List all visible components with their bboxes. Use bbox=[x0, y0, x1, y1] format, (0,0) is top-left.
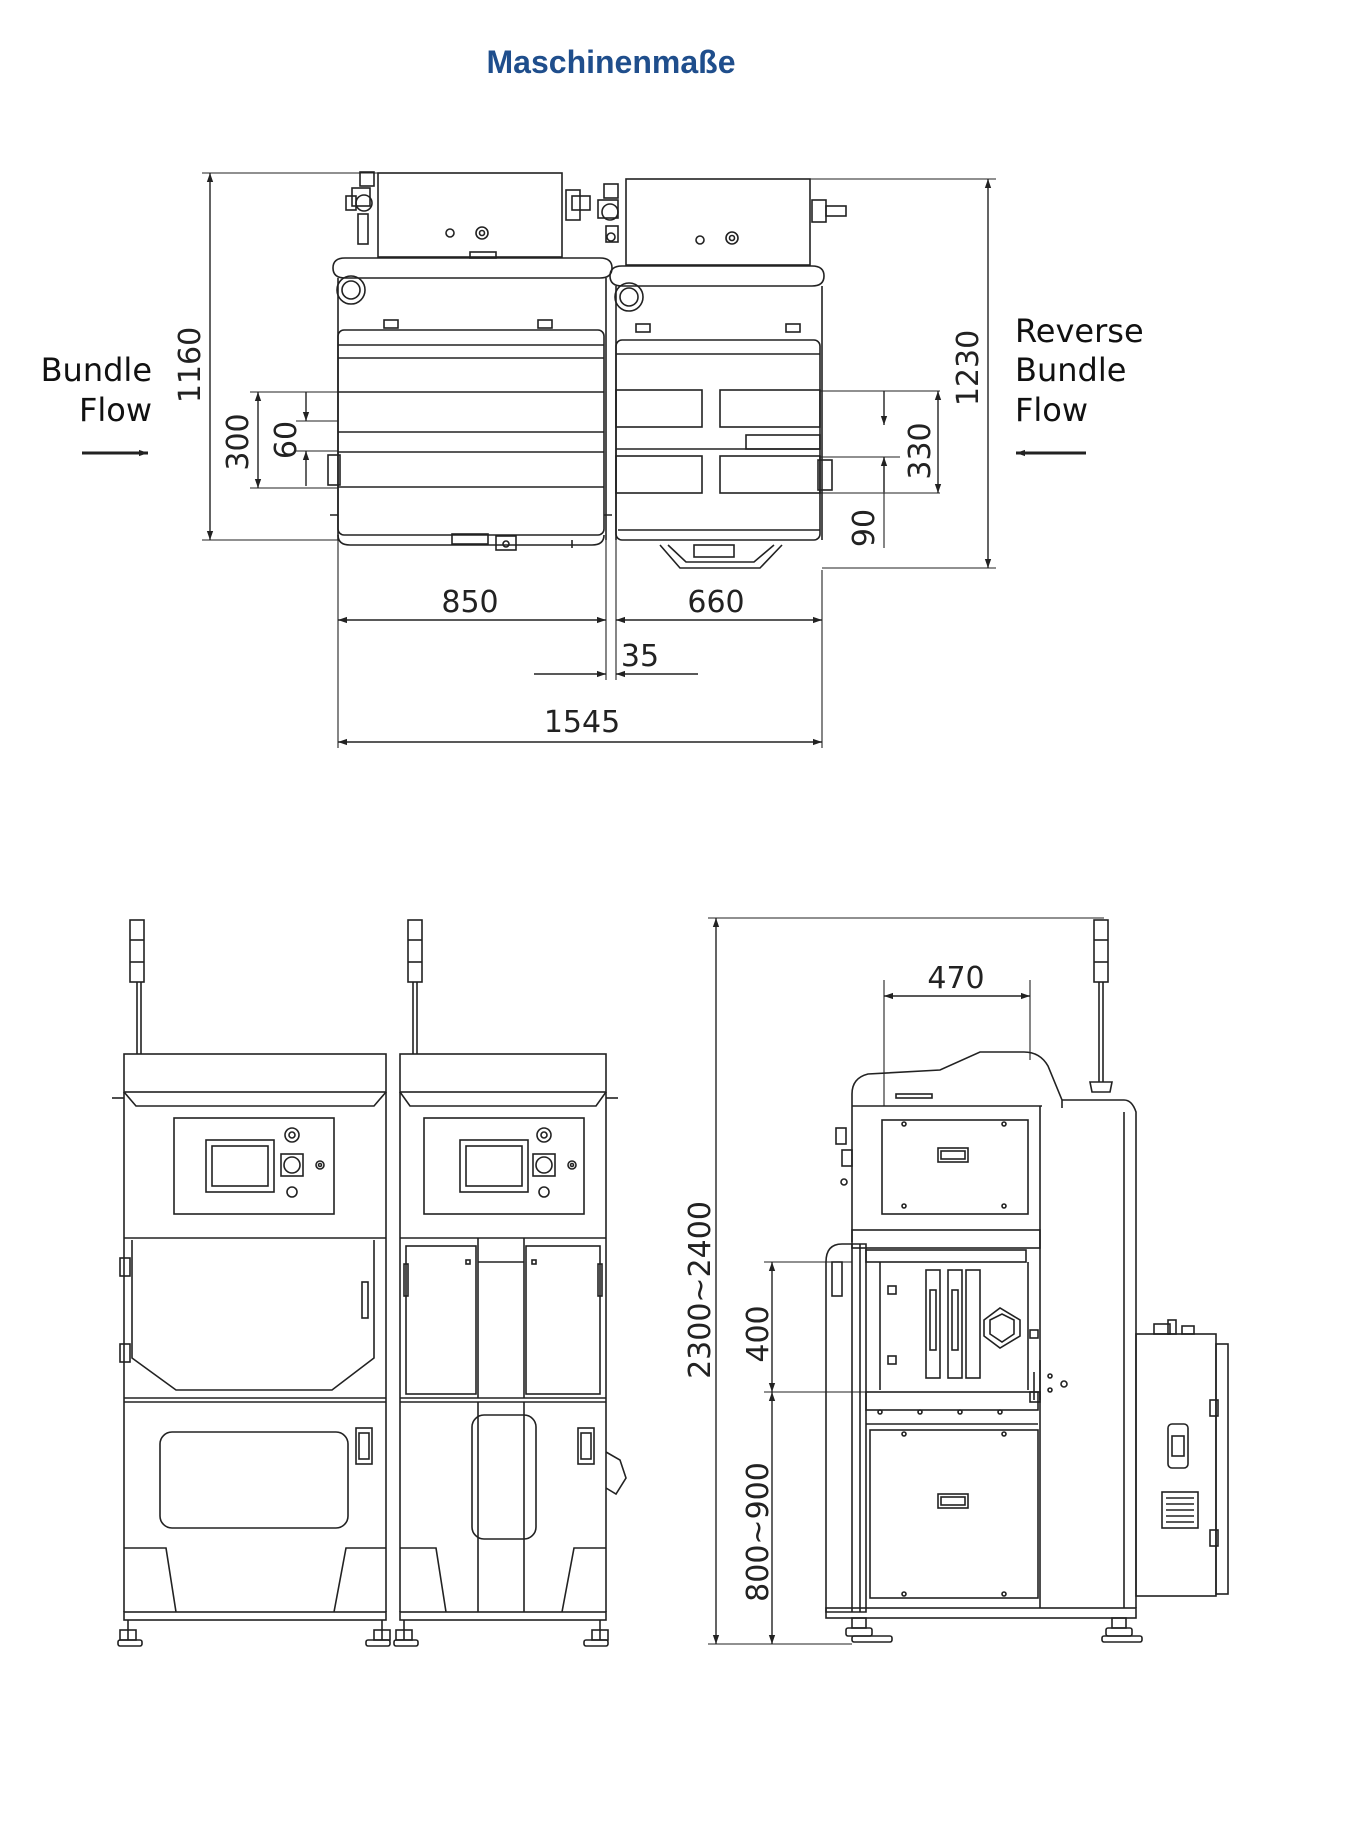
dim-300: 300 bbox=[221, 413, 256, 470]
signal-tower-left bbox=[129, 919, 145, 983]
dim-height-left: 1160 bbox=[173, 327, 208, 403]
bundle-flow-label-line2: Flow bbox=[79, 391, 152, 429]
dim-height-right: 1230 bbox=[951, 330, 986, 406]
page-title: Maschinenmaße bbox=[486, 44, 736, 80]
dim-1545: 1545 bbox=[544, 705, 620, 740]
dim-2300-2400: 2300~2400 bbox=[683, 1201, 718, 1379]
front-view-left-machine bbox=[112, 919, 391, 1647]
top-view-left-machine bbox=[327, 171, 613, 551]
side-view-dimension-lines bbox=[712, 918, 1030, 1644]
side-view-labels: 2300~2400 470 400 800~900 bbox=[683, 961, 985, 1602]
side-view bbox=[708, 917, 1229, 1645]
top-view bbox=[82, 171, 1086, 748]
signal-tower-right bbox=[407, 919, 423, 983]
dim-800-900: 800~900 bbox=[741, 1462, 776, 1602]
dim-850: 850 bbox=[441, 585, 498, 620]
dim-330: 330 bbox=[903, 422, 938, 479]
reverse-flow-label-line3: Flow bbox=[1015, 391, 1088, 429]
reverse-flow-label-line2: Bundle bbox=[1015, 351, 1126, 389]
dim-400: 400 bbox=[741, 1305, 776, 1362]
dim-90: 90 bbox=[847, 509, 882, 547]
top-view-right-machine bbox=[597, 178, 847, 569]
dim-470: 470 bbox=[927, 961, 984, 996]
top-view-labels: Bundle Flow Reverse Bundle Flow 1160 123… bbox=[41, 312, 1144, 740]
dim-60: 60 bbox=[269, 421, 304, 459]
bundle-flow-label-line1: Bundle bbox=[41, 351, 152, 389]
top-view-dimension-lines bbox=[206, 173, 992, 746]
side-view-extension-lines bbox=[708, 917, 1104, 1645]
top-view-extension-lines bbox=[202, 172, 996, 748]
dim-35: 35 bbox=[621, 639, 659, 674]
reverse-flow-label-line1: Reverse bbox=[1015, 312, 1144, 350]
dim-660: 660 bbox=[687, 585, 744, 620]
front-view bbox=[112, 919, 627, 1647]
front-view-right-machine bbox=[393, 919, 627, 1647]
electrical-cabinet bbox=[1135, 1319, 1229, 1597]
signal-tower-side bbox=[1093, 919, 1109, 983]
